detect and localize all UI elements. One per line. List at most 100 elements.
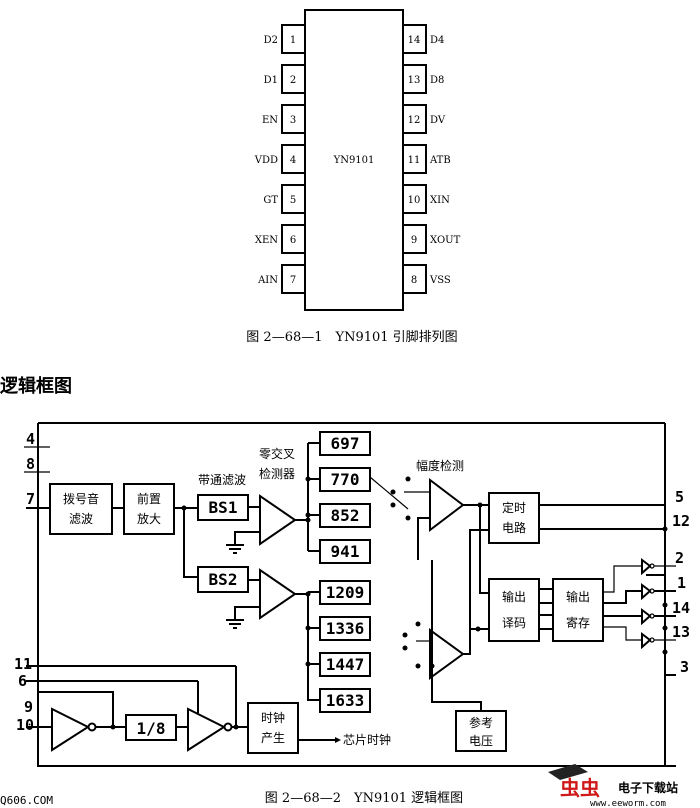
zero-cross-comparator-1 [259,494,297,546]
pin-14: 14 [672,599,690,617]
pin-name: VSS [429,275,451,286]
high-freq-label: 1447 [326,655,365,674]
pin-box-right [402,264,427,294]
pin-name: EN [262,115,278,126]
pin-11: 11 [14,655,32,673]
pin-number: 3 [290,115,296,126]
watermark-brand: 虫虫 [560,776,600,800]
pin-number: 14 [408,35,421,46]
pin-9: 9 [24,698,33,716]
pin-number: 5 [290,195,296,206]
high-filter-1336 [319,616,371,641]
reference-label-2: 电压 [469,734,493,748]
low-freq-label: 697 [331,434,360,453]
pin-4: 4 [26,430,35,448]
high-freq-label: 1633 [326,691,365,710]
pin-name: D4 [430,35,444,46]
amplitude-detect-label: 幅度检测 [416,458,464,473]
dial-tone-filter-block [49,483,113,535]
zero-cross-label-1: 零交叉 [259,446,295,461]
block-diagram-caption: 图 2—68—2 YN9101 逻辑框图 [265,791,463,806]
pin-number: 1 [290,35,296,46]
clock-buffer-inverter [187,707,227,752]
dial-tone-filter-label-2: 滤波 [69,512,93,526]
section-heading: 逻辑框图 [0,375,72,397]
pin-name: XEN [255,235,278,246]
timer-label-2: 电路 [502,520,526,535]
bs2-label: BS2 [209,570,238,589]
pin-13: 13 [672,623,690,641]
pin-box-left [281,24,306,54]
clock-gen-label-2: 产生 [261,731,285,745]
amplitude-comparator-1 [429,477,465,533]
chip-body [304,9,404,311]
high-freq-label: 1209 [326,583,365,602]
dial-tone-filter-label-1: 拨号音 [63,491,99,506]
low-filter-941 [319,539,371,564]
bs2-block [197,566,249,593]
output-buffers [603,558,676,676]
pin-box-left [281,64,306,94]
pin-number: 7 [290,275,296,286]
oscillator-inverter [51,707,91,752]
pin-name: DV [430,115,446,126]
output-latch-block [552,578,604,642]
left-pin-labels: 4 8 7 11 6 9 10 [14,430,50,734]
amplitude-comparator-2 [429,628,465,680]
clock-gen-label-1: 时钟 [261,710,285,725]
watermark: Q606.COM 虫虫 电子下载站 www.eeworm.com [0,764,678,808]
watermark-url: www.eeworm.com [590,799,666,808]
logic-block-diagram: 4 8 7 11 6 9 10 拨号音 滤波 前置 放大 带通滤波 零交叉 检测… [14,422,690,806]
output-latch-label-1: 输出 [566,589,590,604]
pin-name: XIN [430,195,450,206]
low-filter-697 [319,431,371,456]
clock-generator-block [247,702,299,754]
pin-number: 9 [411,235,417,246]
pin-number: 2 [290,75,296,86]
timer-circuit-block [488,492,540,544]
output-decode-label-2: 译码 [502,616,526,630]
low-freq-label: 941 [331,542,360,561]
low-filter-770 [319,467,371,492]
low-freq-label: 852 [331,506,360,525]
pinout-caption: 图 2—68—1 YN9101 引脚排列图 [246,329,457,345]
pin-box-left [281,104,306,134]
timer-label-1: 定时 [502,500,526,515]
bandpass-label: 带通滤波 [198,473,246,487]
pin-number: 13 [408,75,421,86]
pin-2: 2 [675,549,684,567]
high-filter-1447 [319,652,371,677]
pin-box-right [402,224,427,254]
reference-label-1: 参考 [469,715,493,730]
pin-box-left [281,144,306,174]
pin-10: 10 [16,716,34,734]
pin-number: 4 [290,155,296,166]
output-decode-label-1: 输出 [502,589,526,604]
pin-name: D1 [264,75,278,86]
bs1-label: BS1 [209,498,238,517]
pin-box-left [281,184,306,214]
output-latch-label-2: 寄存 [566,615,590,630]
pin-name: ATB [429,155,451,166]
pin-box-right [402,144,427,174]
pin-name: GT [263,195,278,206]
pin-number: 11 [408,155,421,166]
pin-box-right [402,24,427,54]
pin-box-right [402,184,427,214]
pin-8: 8 [26,455,35,473]
pin-1: 1 [677,574,686,592]
high-filter-1633 [319,688,371,713]
watermark-brand-sub: 电子下载站 [618,780,678,795]
pin-12: 12 [672,512,690,530]
low-filter-852 [319,503,371,528]
graduation-cap-icon [548,764,588,780]
reference-voltage-block [455,710,507,752]
zero-cross-comparator-2 [259,568,297,620]
pin-number: 10 [408,195,421,206]
pin-name: XOUT [430,235,461,246]
chip-label: YN9101 [333,155,375,166]
pin-box-right [402,104,427,134]
preamp-label-2: 放大 [137,511,161,526]
